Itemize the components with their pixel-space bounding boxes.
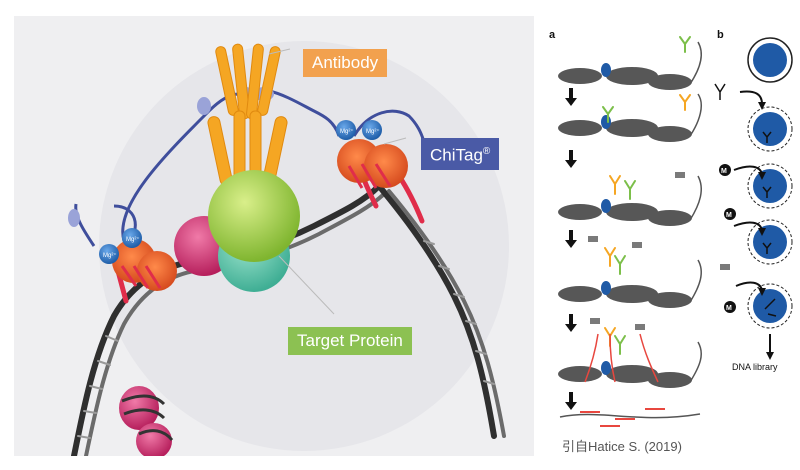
mg-ion-text: Mg²⁺ bbox=[366, 128, 380, 135]
tn5-complex-right: Mg²⁺ Mg²⁺ bbox=[336, 120, 408, 189]
mg-ion bbox=[362, 120, 382, 140]
illustration-art: Mg²⁺ Mg²⁺ Mg²⁺ Mg²⁺ bbox=[68, 41, 509, 456]
arrow-down-icon bbox=[565, 88, 577, 410]
mg-ion bbox=[122, 228, 142, 248]
target-protein bbox=[174, 170, 300, 292]
workflow-schematic: M M M a b DNA library 引自Hatice S. (2019) bbox=[540, 24, 800, 464]
dna-library-label: DNA library bbox=[732, 362, 778, 372]
tn5-icons bbox=[588, 172, 685, 330]
chitag-label-text: ChiTag bbox=[430, 145, 483, 165]
antibody-label: Antibody bbox=[303, 49, 388, 77]
callout-lines bbox=[268, 48, 407, 315]
chitag-label: ChiTag® bbox=[421, 138, 500, 170]
mg-ion bbox=[336, 120, 356, 140]
m-badge: M bbox=[726, 305, 732, 312]
panel-a-letter: a bbox=[549, 29, 556, 41]
background-circle bbox=[99, 41, 509, 451]
nucleosome bbox=[119, 386, 174, 456]
antibody-y-icon bbox=[602, 36, 691, 355]
mg-ion-text: Mg²⁺ bbox=[340, 128, 354, 135]
citation: 引自Hatice S. (2019) bbox=[562, 439, 682, 454]
workflow-art: M M M bbox=[558, 36, 793, 427]
mg-ion-text: Mg²⁺ bbox=[103, 252, 117, 259]
mg-ion bbox=[99, 244, 119, 264]
panel-b-letter: b bbox=[717, 29, 724, 41]
m-badge: M bbox=[726, 212, 732, 219]
registered-mark: ® bbox=[482, 146, 491, 157]
m-badge: M bbox=[721, 168, 727, 175]
mg-ion-text: Mg²⁺ bbox=[126, 236, 140, 243]
target-protein-label: Target Protein bbox=[288, 327, 412, 355]
blue-cores bbox=[601, 63, 611, 375]
panel-b: M M M bbox=[714, 37, 793, 360]
magnet-icon bbox=[719, 164, 736, 313]
tn5-complex-left: Mg²⁺ Mg²⁺ bbox=[99, 228, 177, 291]
fragments bbox=[580, 408, 665, 427]
cut-tag-illustration: Mg²⁺ Mg²⁺ Mg²⁺ Mg²⁺ bbox=[14, 16, 534, 456]
nucleosome-rows bbox=[558, 67, 692, 388]
dna-strands bbox=[559, 41, 702, 419]
cut-arrows bbox=[584, 333, 659, 383]
